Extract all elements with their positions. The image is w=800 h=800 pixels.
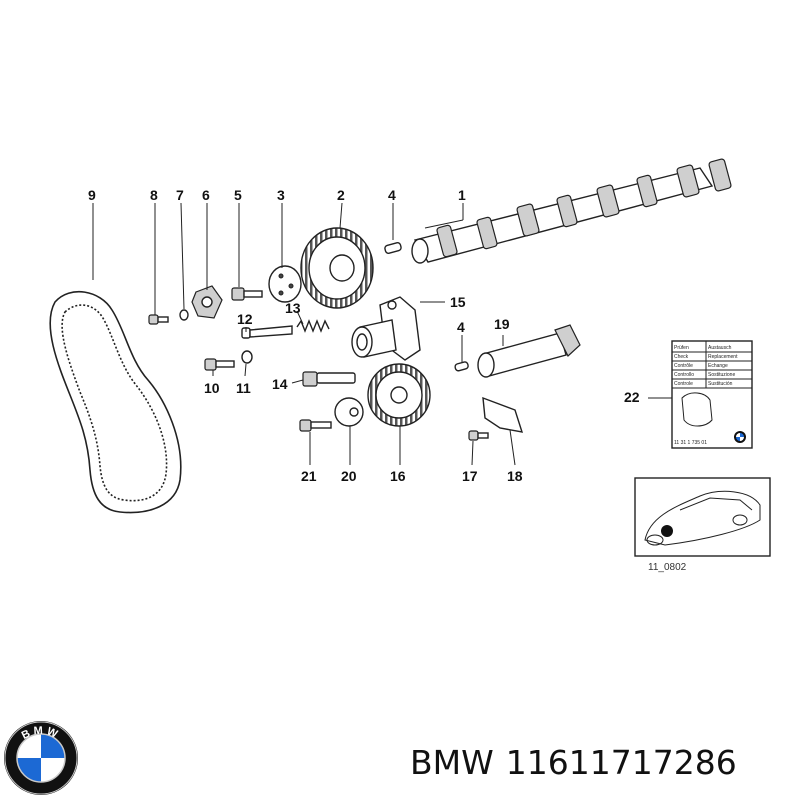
bolt xyxy=(241,325,293,339)
card-row-1-a: Prüfen xyxy=(674,345,689,351)
callout-22: 22 xyxy=(624,389,640,405)
eccentric-washer xyxy=(334,397,364,427)
callout-21: 21 xyxy=(301,468,317,484)
bolt-short xyxy=(204,358,235,371)
screw-plate xyxy=(468,430,489,441)
card-row-4-a: Controllo xyxy=(674,372,694,378)
card-row-5-a: Controle xyxy=(674,381,693,387)
callout-4-lower: 4 xyxy=(457,319,465,335)
card-row-3-a: Contrôle xyxy=(674,363,693,369)
card-row-4-b: Sostituzione xyxy=(708,372,735,378)
leader-lines xyxy=(92,202,672,466)
engine-location-dot xyxy=(661,525,673,537)
flange xyxy=(268,265,302,303)
dowel-pin xyxy=(384,242,402,254)
card-row-2-a: Check xyxy=(674,354,689,360)
callout-18: 18 xyxy=(507,468,523,484)
logo-lettering: BMW xyxy=(20,725,59,742)
callout-10: 10 xyxy=(204,380,220,396)
callout-3: 3 xyxy=(277,187,285,203)
brand-part-line: BMW 11611717286 xyxy=(410,740,737,784)
stud xyxy=(302,371,356,387)
callout-12: 12 xyxy=(237,311,253,327)
tensioner-sleeve xyxy=(351,319,397,358)
callout-1: 1 xyxy=(458,187,466,203)
callout-13: 13 xyxy=(285,300,301,316)
vehicle-inset: 11_0802 xyxy=(634,477,771,573)
dowel-pin-lower xyxy=(454,361,469,372)
callout-7: 7 xyxy=(176,187,184,203)
tensioner-pulley xyxy=(367,363,431,427)
svg-text:BMW: BMW xyxy=(20,725,62,742)
callout-20: 20 xyxy=(341,468,357,484)
card-bmw-mini-logo xyxy=(734,431,746,443)
card-row-3-b: Echange xyxy=(708,363,728,369)
callout-9: 9 xyxy=(88,187,96,203)
callout-5: 5 xyxy=(234,187,242,203)
card-row-5-b: Sustitución xyxy=(708,381,733,387)
callout-15: 15 xyxy=(450,294,466,310)
callout-8: 8 xyxy=(150,187,158,203)
spring xyxy=(296,319,330,333)
bmw-logo: BMW xyxy=(4,721,78,795)
inset-code: 11_0802 xyxy=(648,562,687,573)
intermediate-shaft xyxy=(477,324,581,378)
washer xyxy=(241,350,253,364)
card-row-1-b: Austausch xyxy=(708,345,732,351)
washer-small xyxy=(179,309,189,321)
bolt-pulley xyxy=(299,419,332,432)
callout-16: 16 xyxy=(390,468,406,484)
callout-14: 14 xyxy=(272,376,288,392)
callout-6: 6 xyxy=(202,187,210,203)
brand-name: BMW xyxy=(410,742,494,782)
adapter xyxy=(191,285,223,319)
card-footer: 11 31 1 735 01 xyxy=(674,440,707,446)
callouts: 1 2 3 4 4 5 6 7 8 9 10 11 12 13 14 15 16… xyxy=(88,187,640,484)
card-row-2-b: Replacement xyxy=(708,354,738,360)
info-card: Prüfen Austausch Check Replacement Contr… xyxy=(671,340,753,449)
callout-4-top: 4 xyxy=(388,187,396,203)
screw-small xyxy=(148,314,169,325)
cover-plate xyxy=(482,396,524,433)
timing-belt xyxy=(49,290,182,514)
callout-2: 2 xyxy=(337,187,345,203)
camshaft xyxy=(411,158,732,264)
screw xyxy=(231,287,263,301)
callout-17: 17 xyxy=(462,468,478,484)
camshaft-sprocket xyxy=(300,227,374,309)
callout-11: 11 xyxy=(236,380,251,396)
part-number: 11611717286 xyxy=(505,742,737,782)
callout-19: 19 xyxy=(494,316,510,332)
